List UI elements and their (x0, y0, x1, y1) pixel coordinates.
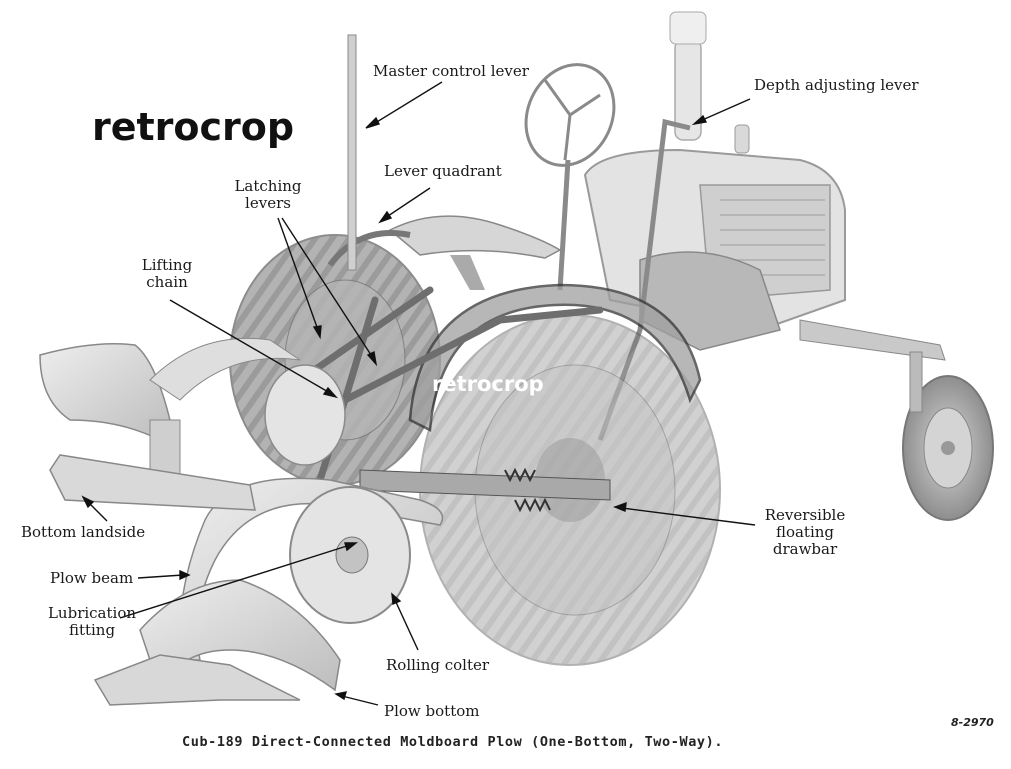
label-lifting-chain-line2: chain (146, 273, 188, 291)
master-control-lever (347, 34, 357, 271)
label-rolling-colter: Rolling colter (386, 656, 490, 674)
seat (388, 215, 562, 290)
label-lubrication-line2: fitting (68, 621, 116, 639)
label-depth-adjusting-lever: Depth adjusting lever (754, 76, 919, 94)
watermark-large: retrocrop (92, 105, 295, 149)
label-drawbar-line3: drawbar (772, 540, 838, 558)
label-drawbar-line2: floating (775, 523, 835, 541)
label-latching-levers-line2: levers (245, 194, 291, 212)
label-latching-levers: Latching levers (228, 178, 308, 212)
figure-caption: Cub-189 Direct-Connected Moldboard Plow … (182, 734, 724, 750)
label-latching-levers-line1: Latching (234, 177, 302, 195)
lever-quadrant (327, 230, 411, 267)
front-axle (799, 319, 994, 521)
label-lubrication-fitting: Lubrication fitting (42, 605, 142, 639)
label-lever-quadrant: Lever quadrant (384, 162, 502, 180)
watermark-small: retrocrop (432, 372, 544, 396)
label-lifting-chain: Lifting chain (132, 257, 202, 291)
bottom-landside (49, 454, 256, 511)
label-lifting-chain-line1: Lifting (141, 256, 193, 274)
label-lubrication-line1: Lubrication (47, 604, 137, 622)
leader-lines (81, 81, 756, 706)
lower-plow-bottom (93, 579, 341, 706)
label-reversible-floating-drawbar: Reversible floating drawbar (758, 507, 852, 558)
steering-wheel (524, 63, 616, 291)
drawbar (359, 467, 611, 513)
figure-number: 8-2970 (951, 716, 994, 729)
label-drawbar-line1: Reversible (764, 506, 846, 524)
label-bottom-landside: Bottom landside (21, 523, 146, 541)
label-plow-beam: Plow beam (50, 569, 134, 587)
label-plow-bottom: Plow bottom (384, 702, 480, 720)
upper-plow-bottom (39, 337, 301, 481)
label-master-control-lever: Master control lever (373, 62, 529, 80)
